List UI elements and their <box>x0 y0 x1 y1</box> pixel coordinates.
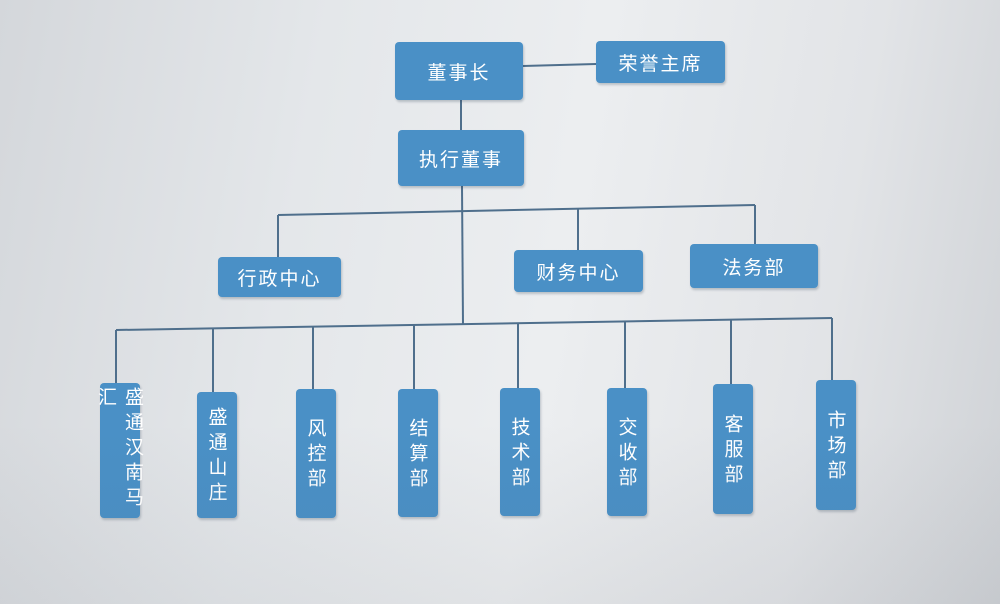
bus-centers <box>277 204 756 216</box>
dept-box-7: 客服部 <box>713 384 753 514</box>
chairman-box: 董事长 <box>395 42 523 100</box>
dept-box-5: 技术部 <box>500 388 540 516</box>
dept-box-8: 市场部 <box>816 380 856 510</box>
trunk-executive-to-departments <box>461 185 464 326</box>
dept-box-1: 盛通汉南马汇 <box>95 383 144 518</box>
dept-box-4: 结算部 <box>398 389 438 517</box>
dept-box-3: 风控部 <box>296 389 336 518</box>
admin-center-box: 行政中心 <box>218 257 341 297</box>
dept-box-2: 盛通山庄 <box>197 392 237 518</box>
legal-dept-box: 法务部 <box>690 244 818 288</box>
honorary-chairman-box: 荣誉主席 <box>596 41 725 83</box>
link-chairman-honorary <box>522 63 597 67</box>
finance-center-box: 财务中心 <box>514 250 643 292</box>
dept-box-6: 交收部 <box>607 388 647 516</box>
bus-departments <box>115 317 833 331</box>
executive-director-box: 执行董事 <box>398 130 524 186</box>
